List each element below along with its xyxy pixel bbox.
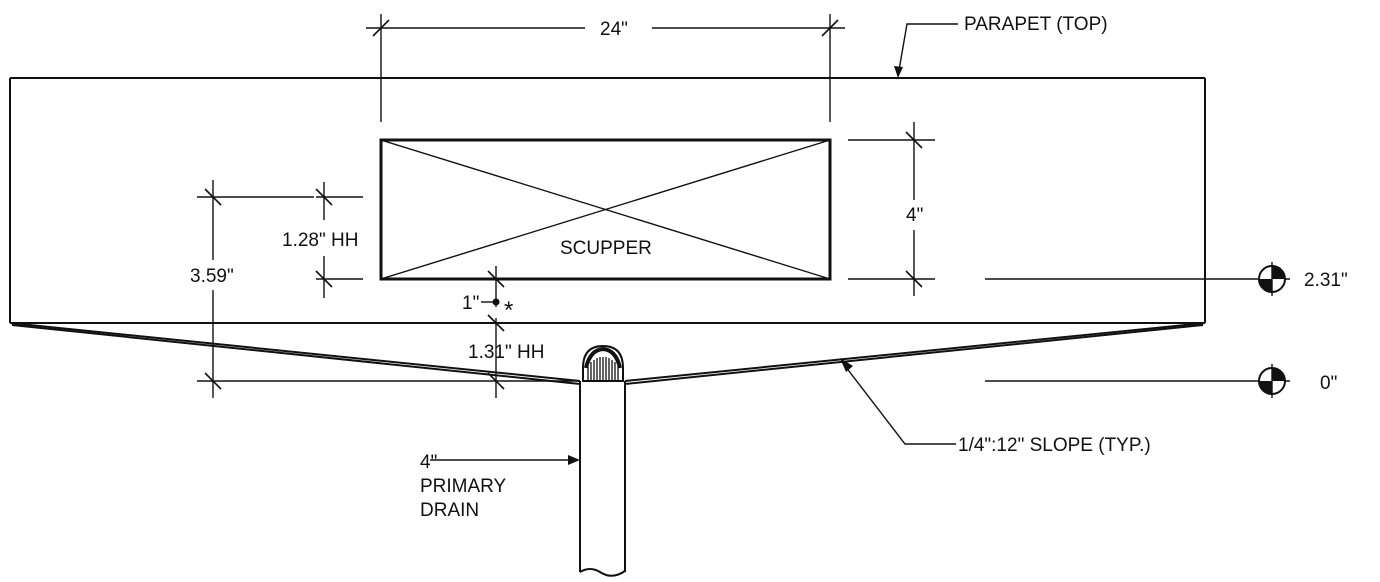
drain-strainer-icon: [582, 344, 624, 382]
roof-slope: [9, 322, 1206, 385]
hh-top-dimension: [315, 182, 363, 298]
width-dimension: [366, 14, 845, 122]
width-dimension-label: 24": [600, 19, 628, 40]
parapet-wall: [9, 77, 1206, 324]
total-dimension: [197, 180, 580, 398]
offset-dimension-label: 1": [462, 293, 479, 314]
offset-dimension: [481, 266, 505, 398]
height-dimension-label: 4": [906, 205, 923, 226]
height-dimension: [848, 122, 935, 296]
total-dimension-label: 3.59": [190, 266, 234, 287]
drain-leader: [430, 455, 580, 465]
scupper-opening: [379, 138, 832, 281]
hh-bottom-label: 1.31" HH: [468, 342, 544, 363]
drain-type-label: DRAIN: [420, 500, 479, 521]
elevation-upper-label: 2.31": [1304, 270, 1348, 291]
drain-name-label: PRIMARY: [420, 476, 507, 497]
elevation-lower-label: 0": [1320, 373, 1337, 394]
primary-drain: [579, 381, 626, 577]
slope-label: 1/4":12" SLOPE (TYP.): [958, 435, 1151, 456]
elevation-target-icon: [1258, 364, 1286, 398]
hh-top-label: 1.28" HH: [282, 230, 358, 251]
elevation-target-icon: [1258, 262, 1286, 296]
slope-leader: [840, 358, 956, 445]
scupper-label: SCUPPER: [560, 238, 652, 259]
offset-marker-asterisk: *: [504, 297, 513, 324]
parapet-label: PARAPET (TOP): [964, 14, 1108, 35]
parapet-leader: [894, 23, 958, 78]
drain-size-label: 4": [420, 452, 437, 473]
